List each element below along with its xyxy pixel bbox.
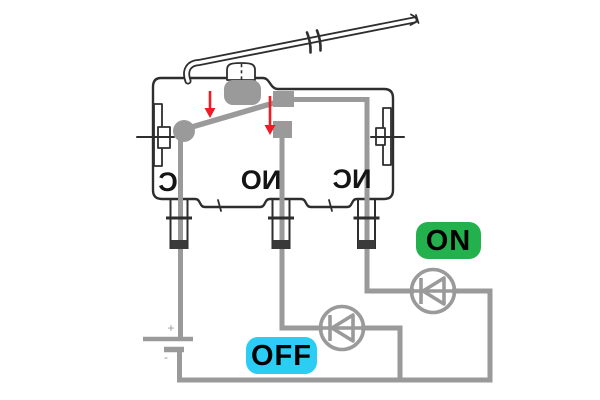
led-off — [318, 304, 366, 352]
terminal-label-common: C — [158, 167, 178, 197]
case-tick-mark — [328, 199, 333, 212]
press-arrow-left — [204, 91, 216, 118]
on-badge-label: ON — [426, 225, 472, 257]
led-on — [409, 267, 457, 315]
lever-break-mark — [305, 31, 312, 54]
nc-contact-pad — [273, 91, 294, 107]
terminal-label-normally-open: NO — [241, 165, 282, 195]
right-mount-tab — [370, 107, 405, 166]
press-arrow-right — [264, 96, 276, 135]
case-tick-mark — [217, 199, 222, 212]
common-pivot — [173, 120, 195, 142]
left-mount-tab — [136, 103, 175, 167]
terminal-pin-normally-closed — [353, 199, 380, 249]
terminal-pin-common — [166, 199, 192, 249]
lever-break-mark — [315, 29, 322, 52]
wire-normally-closed — [289, 97, 414, 294]
no-contact-pad — [273, 121, 292, 138]
off-badge-label: OFF — [251, 340, 312, 372]
wire-led-on-return — [452, 288, 493, 383]
battery-symbol: + - — [143, 321, 193, 364]
off-badge: OFF — [246, 337, 317, 374]
wire-led-off-return — [361, 325, 403, 383]
wire-ground-return — [177, 347, 493, 383]
plunger — [224, 80, 261, 105]
battery-negative-label: - — [164, 350, 168, 364]
terminal-label-normally-closed: NC — [333, 164, 372, 194]
terminal-pin-normally-open — [268, 199, 294, 249]
wire-normally-open — [279, 135, 323, 331]
moving-contact-bar — [181, 96, 288, 133]
lever-arm — [183, 13, 420, 85]
plunger-guide — [226, 62, 256, 86]
battery-positive-label: + — [167, 321, 174, 335]
on-badge: ON — [416, 222, 481, 259]
lever-tip — [409, 13, 420, 26]
